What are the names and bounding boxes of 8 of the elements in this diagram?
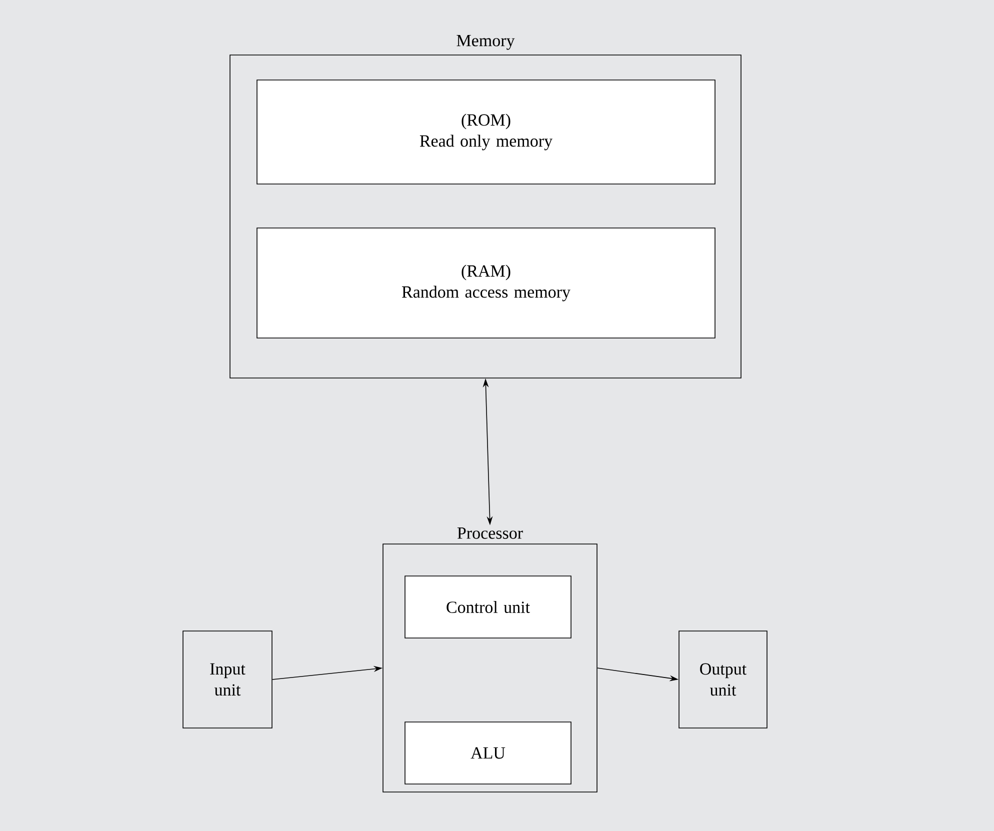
node-label: Processor <box>457 528 523 539</box>
node-label: Memory <box>456 35 515 50</box>
component-box: Control unit <box>404 576 572 638</box>
component-box: ALU <box>404 722 572 784</box>
component-box: Input unit <box>182 630 272 728</box>
component-box: (ROM) Read only memory <box>256 80 716 184</box>
component-box: Output unit <box>678 630 768 728</box>
component-box: (RAM) Random access memory <box>256 228 716 338</box>
